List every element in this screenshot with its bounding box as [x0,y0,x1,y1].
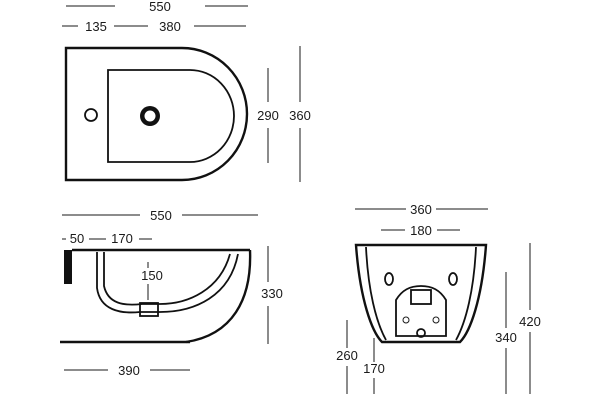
top-view: 550 135 380 290 360 [62,0,311,182]
dim-top-overall-width: 550 [149,0,171,14]
dim-side-base-length: 390 [118,363,140,378]
fixing-hole-left-icon [384,272,394,286]
top-view-bowl [107,69,235,163]
dim-side-waste-depth: 150 [141,268,163,283]
dim-side-tap-offset: 170 [111,231,133,246]
dim-top-inner-width: 380 [159,19,181,34]
dim-top-left-offset: 135 [85,19,107,34]
side-outer-profile [185,249,252,344]
side-view: 550 50 170 150 330 390 [60,208,283,378]
front-view-outline [354,243,488,344]
wall-plate [64,250,72,284]
dim-front-total-height: 420 [519,314,541,329]
dim-front-fixing-height: 340 [495,330,517,345]
tap-hole-icon [84,108,98,122]
dim-front-fixing-width: 180 [410,223,432,238]
side-bowl-inner [96,252,239,314]
dim-top-inner-depth: 290 [257,108,279,123]
dim-side-height: 330 [261,286,283,301]
dim-front-overall-width: 360 [410,202,432,217]
front-view: 360 180 420 340 260 170 [336,202,541,394]
dim-front-waste-height: 260 [336,348,358,363]
side-waste-outlet [139,302,159,317]
front-waste-outlet [410,289,432,305]
dim-side-overall-length: 550 [150,208,172,223]
dim-top-overall-depth: 360 [289,108,311,123]
top-view-outline [64,46,249,182]
front-connection-plate [395,285,447,337]
fixing-hole-right-icon [448,272,458,286]
dim-side-rim-offset: 50 [70,231,84,246]
front-inlet-icon [416,328,426,338]
dim-front-inlet-height: 170 [363,361,385,376]
